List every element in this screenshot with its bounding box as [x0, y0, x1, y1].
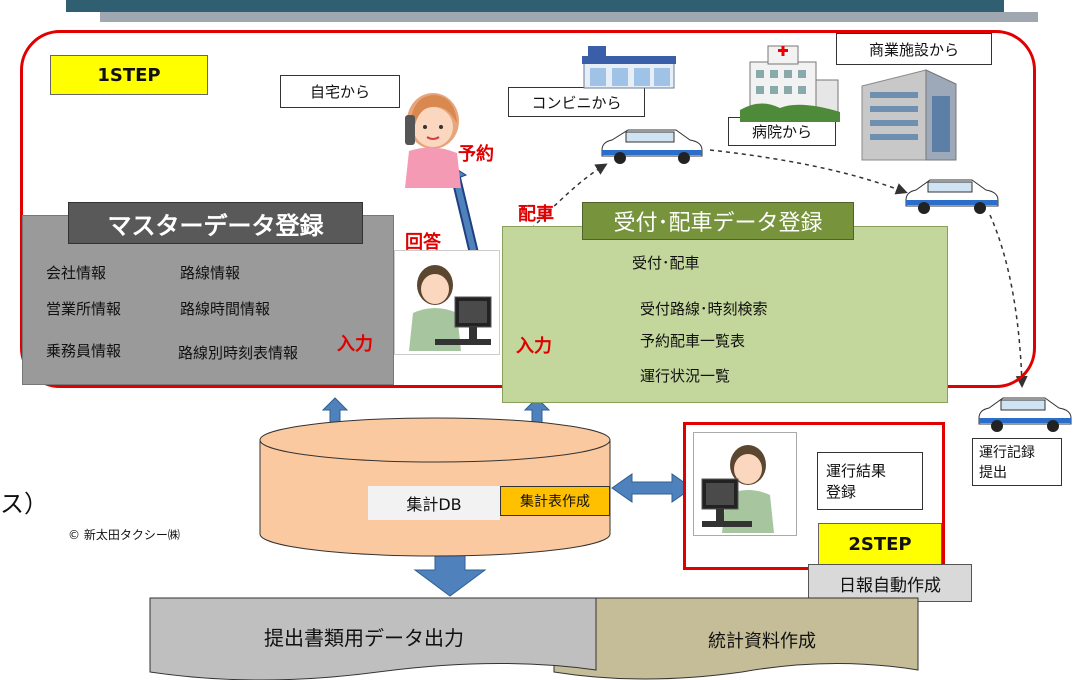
result-line2: 登録	[826, 483, 857, 501]
reserve-label: 予約	[458, 144, 494, 165]
commercial-building-icon	[861, 69, 957, 161]
master-item-office: 営業所情報	[46, 300, 122, 318]
stats-doc-shape	[553, 597, 919, 680]
db-tab-summary: 集計表作成	[500, 486, 610, 516]
dispatch-registration-panel	[502, 226, 948, 403]
submit-doc-shape	[149, 597, 597, 680]
dispatch-label: 配車	[518, 204, 554, 225]
registration-item-route-search: 受付路線･時刻検索	[640, 300, 768, 318]
source-commercial-label: 商業施設から	[836, 33, 992, 65]
operator-icon	[409, 265, 492, 351]
master-item-company: 会社情報	[46, 264, 107, 282]
master-item-timetable: 路線別時刻表情報	[178, 344, 299, 362]
master-item-route-time: 路線時間情報	[180, 300, 271, 318]
left-text-fragment: ス）	[0, 490, 48, 518]
run-record-line2: 提出	[979, 465, 1007, 481]
db-label: 集計DB	[368, 486, 500, 520]
route-dashed-3	[989, 214, 1028, 388]
input-label-left: 入力	[337, 334, 373, 355]
run-record-line1: 運行記録	[979, 445, 1035, 461]
daily-report-label: 日報自動作成	[808, 564, 972, 602]
registration-item-reception: 受付･配車	[632, 254, 700, 272]
source-home-label: 自宅から	[280, 75, 400, 108]
source-conbini-label: コンビニから	[508, 87, 645, 117]
result-registration-label: 運行結果 登録	[817, 452, 923, 510]
master-data-title: マスターデータ登録	[68, 202, 363, 244]
step2-label: 2STEP	[818, 523, 942, 565]
caller-woman-icon	[405, 93, 461, 188]
answer-label: 回答	[405, 232, 441, 253]
input-label-right: 入力	[516, 336, 552, 357]
registration-item-status-list: 運行状況一覧	[640, 367, 731, 385]
stats-output-label: 統計資料作成	[708, 631, 816, 652]
step1-label: 1STEP	[50, 55, 208, 95]
result-line1: 運行結果	[826, 462, 887, 480]
master-item-route: 路線情報	[180, 264, 241, 282]
registration-item-reservation-list: 予約配車一覧表	[640, 332, 746, 350]
convenience-store-icon	[582, 46, 676, 89]
master-item-crew: 乗務員情報	[46, 342, 122, 360]
result-operator-image	[693, 432, 797, 536]
operator-image	[394, 250, 500, 355]
db-result-arrow	[611, 473, 693, 503]
top-banner-shadow	[100, 12, 1038, 22]
run-record-label: 運行記録 提出	[972, 438, 1062, 486]
hospital-icon	[740, 45, 840, 122]
submit-output-label: 提出書類用データ出力	[264, 625, 464, 650]
dispatch-registration-title: 受付･配車データ登録	[582, 202, 854, 240]
copyright-text: © 新太田タクシー㈱	[68, 528, 180, 542]
route-dashed-2	[709, 149, 908, 195]
taxi-icon-3	[978, 397, 1072, 432]
taxi-icon-2	[905, 179, 999, 214]
result-operator-icon	[701, 445, 774, 533]
top-banner	[66, 0, 1004, 12]
taxi-icon-1	[601, 129, 703, 164]
